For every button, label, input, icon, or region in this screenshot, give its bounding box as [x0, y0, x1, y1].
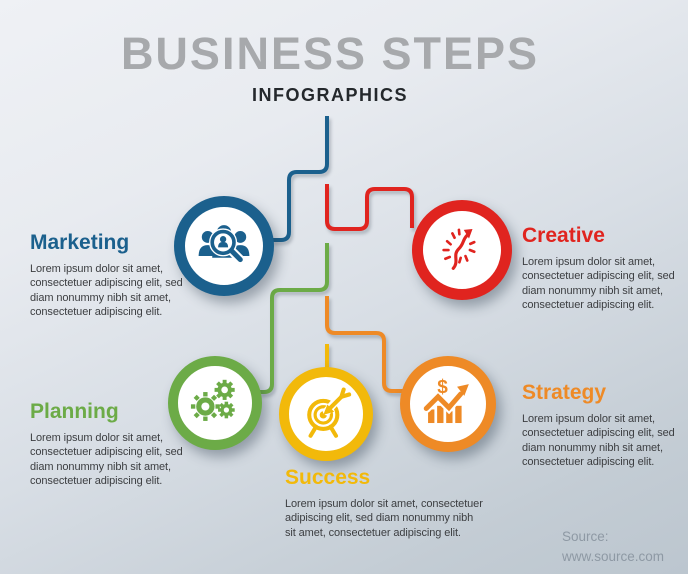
svg-text:$: $: [437, 377, 448, 398]
strategy-connector-line: [325, 296, 403, 393]
creative-node: [412, 200, 512, 300]
people-search-icon: [198, 225, 250, 266]
marketing-description: Lorem ipsum dolor sit amet, consectetuer…: [30, 263, 183, 318]
planning-description: Lorem ipsum dolor sit amet, consectetuer…: [30, 432, 183, 487]
planning-heading: Planning: [30, 400, 119, 423]
target-dart-icon: [307, 387, 352, 438]
strategy-heading: Strategy: [522, 381, 607, 404]
marketing-node: [174, 196, 274, 296]
header: BUSINESS STEPS INFOGRAPHICS: [0, 31, 660, 106]
gears-icon: [190, 379, 235, 421]
planning-connector-line: [259, 243, 329, 394]
source-label: Source:: [562, 529, 609, 544]
success-heading: Success: [285, 466, 371, 489]
strategy-description: Lorem ipsum dolor sit amet, consectetuer…: [522, 413, 675, 468]
page-title: BUSINESS STEPS: [120, 28, 540, 79]
creative-arrow-icon: [442, 228, 476, 270]
success-description: Lorem ipsum dolor sit amet, consectetuer…: [285, 498, 483, 539]
marketing-heading: Marketing: [30, 231, 130, 254]
creative-heading: Creative: [522, 224, 605, 247]
success-node: [279, 367, 373, 461]
creative-connector-line: [325, 184, 414, 231]
creative-description: Lorem ipsum dolor sit amet, consectetuer…: [522, 256, 675, 311]
planning-node: [168, 356, 262, 450]
source-attribution: Source: www.source.com: [562, 527, 664, 566]
planning-section: Planning Lorem ipsum dolor sit amet, con…: [30, 400, 198, 488]
marketing-section: Marketing Lorem ipsum dolor sit amet, co…: [30, 231, 198, 319]
success-section: Success Lorem ipsum dolor sit amet, cons…: [285, 466, 485, 540]
strategy-section: Strategy Lorem ipsum dolor sit amet, con…: [522, 381, 684, 469]
page-subtitle: INFOGRAPHICS: [251, 85, 408, 105]
marketing-connector-line: [271, 116, 329, 242]
creative-section: Creative Lorem ipsum dolor sit amet, con…: [522, 224, 684, 312]
strategy-node: $: [400, 356, 496, 452]
source-url: www.source.com: [562, 548, 665, 564]
growth-chart-icon: $: [421, 377, 469, 424]
